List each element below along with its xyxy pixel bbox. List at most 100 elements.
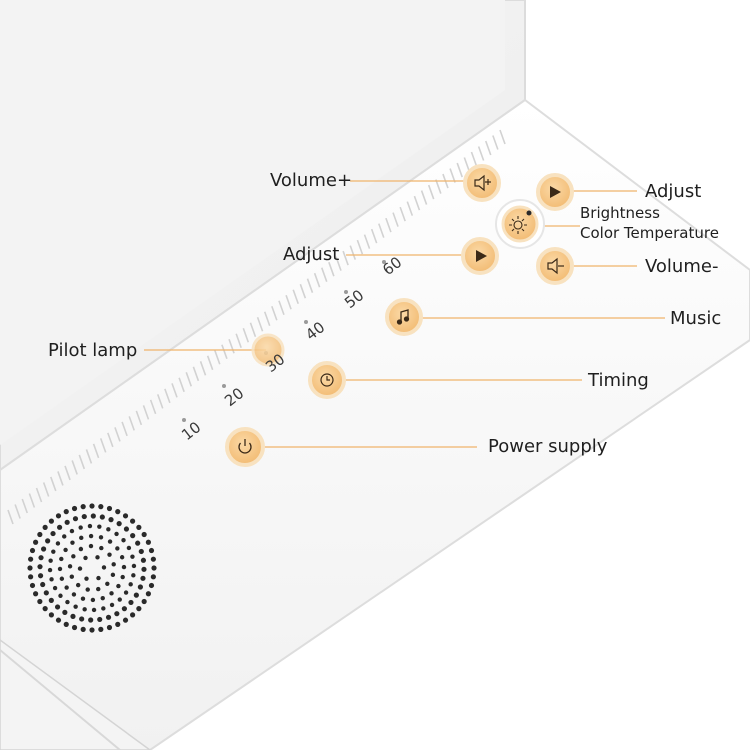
volume-plus-button[interactable]: [463, 164, 501, 202]
speaker-hole: [121, 538, 126, 543]
vent-slot: [463, 157, 471, 172]
speaker-hole: [59, 556, 64, 562]
speaker-hole: [70, 540, 75, 545]
speaker-hole: [87, 523, 93, 529]
label-brightness: Brightness: [580, 204, 660, 222]
vent-slot: [192, 366, 200, 382]
speaker-hole: [106, 527, 111, 532]
vent-slot: [178, 377, 185, 393]
speaker-hole: [138, 548, 144, 555]
speaker-hole: [47, 567, 53, 573]
vent-slot: [199, 361, 207, 376]
pilot-lamp-dot: [382, 260, 386, 264]
speaker-hole: [63, 547, 68, 553]
speaker-hole: [114, 531, 119, 537]
vent-slot: [378, 223, 385, 238]
vent-slot: [370, 228, 378, 244]
vent-slot: [392, 212, 399, 227]
speaker-hole: [123, 590, 129, 595]
speaker-hole: [29, 547, 36, 554]
pilot-lamp-button: [251, 333, 285, 367]
vent-slot: [121, 421, 128, 437]
speaker-hole: [106, 624, 113, 631]
adjust-left-button[interactable]: [461, 237, 499, 275]
speaker-hole: [151, 565, 157, 571]
speaker-hole: [75, 582, 81, 588]
speaker-hole: [64, 519, 70, 525]
speaker-hole: [89, 627, 95, 633]
speaker-hole: [131, 573, 136, 578]
speaker-hole: [88, 533, 94, 539]
speaker-hole: [29, 582, 36, 589]
vent-slot: [235, 333, 242, 349]
label-color-temperature: Color Temperature: [580, 224, 719, 242]
vent-slot: [278, 300, 285, 315]
volume-minus-button[interactable]: [536, 247, 574, 285]
speaker-hole: [119, 555, 125, 560]
label-power-supply: Power supply: [488, 436, 608, 457]
speaker-hole: [78, 525, 83, 530]
speaker-hole: [97, 616, 103, 623]
vent-slot: [135, 410, 143, 426]
vent-slot: [42, 482, 50, 497]
speaker-hole: [99, 514, 105, 520]
speaker-hole: [73, 604, 78, 609]
speaker-hole: [141, 566, 147, 572]
label-pilot-lamp: Pilot lamp: [48, 340, 138, 361]
speaker-hole: [79, 535, 84, 541]
speaker-hole: [52, 585, 58, 591]
speaker-hole: [64, 585, 69, 590]
brightness-color-button[interactable]: [495, 199, 545, 249]
vent-slot: [356, 239, 364, 255]
speaker-hole: [48, 558, 53, 563]
speaker-hole: [109, 591, 114, 596]
speaker-hole: [123, 526, 130, 532]
speaker-hole: [131, 563, 137, 569]
speaker-hole: [120, 574, 125, 580]
timing-button[interactable]: [308, 361, 346, 399]
speaker-hole: [97, 524, 102, 529]
speaker-hole: [65, 599, 70, 605]
speaker-hole: [37, 573, 44, 579]
speaker-hole: [145, 591, 151, 597]
speaker-hole: [136, 524, 142, 530]
speaker-hole: [88, 543, 94, 549]
speaker-hole: [148, 547, 155, 554]
speaker-hole: [71, 554, 76, 559]
vent-slot: [128, 416, 135, 431]
vent-slots: [7, 129, 506, 525]
vent-slot: [171, 383, 178, 398]
music-button[interactable]: [385, 298, 423, 336]
vent-slot: [228, 339, 235, 354]
brightness-indicator-dot: [526, 210, 532, 216]
vent-slot: [185, 372, 193, 387]
label-adjust-right: Adjust: [645, 181, 702, 202]
speaker-hole: [57, 524, 63, 530]
power-icon: [238, 439, 252, 454]
vent-slot: [64, 465, 71, 481]
vent-slot: [249, 322, 257, 338]
label-adjust-left: Adjust: [283, 244, 340, 265]
vent-slot: [342, 250, 349, 266]
speaker-hole: [50, 530, 56, 537]
speaker-hole: [33, 591, 39, 597]
vent-slot: [99, 438, 107, 453]
vent-slot: [14, 504, 21, 519]
pilot-lamp-dot: [222, 384, 226, 388]
speaker-hole: [121, 564, 127, 570]
power-button[interactable]: [225, 427, 265, 467]
vent-slot: [484, 140, 492, 156]
speaker-hole: [67, 564, 73, 569]
speaker-hole: [28, 556, 34, 562]
vent-slot: [242, 327, 250, 343]
speaker-hole: [96, 575, 101, 581]
speaker-hole: [83, 555, 88, 561]
adjust-right-button[interactable]: [536, 173, 574, 211]
vent-slot: [477, 146, 485, 161]
speaker-hole: [49, 577, 54, 582]
speaker-hole: [100, 595, 105, 601]
speaker-hole: [42, 606, 48, 612]
speaker-hole: [99, 545, 104, 551]
vent-slot: [271, 305, 278, 321]
vent-slot: [142, 405, 150, 420]
